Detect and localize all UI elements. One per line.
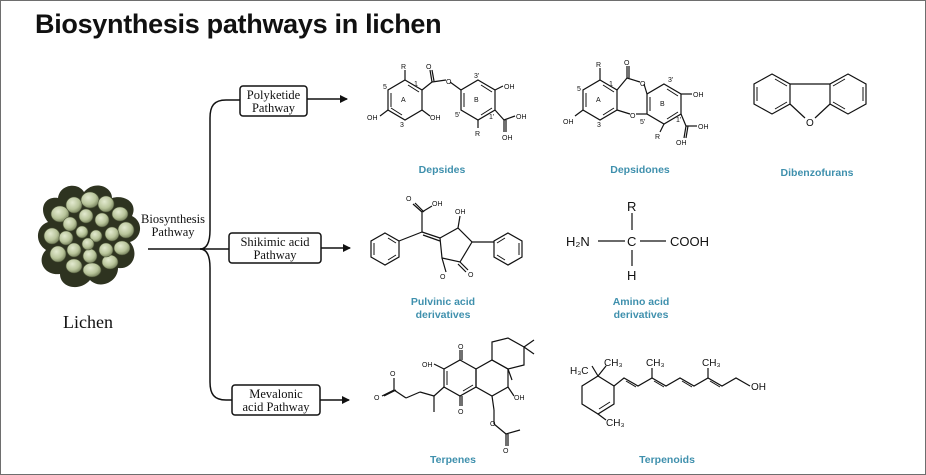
svg-text:O: O [490,421,496,428]
svg-text:OH: OH [514,395,525,402]
svg-text:3': 3' [474,73,479,80]
svg-text:O: O [458,344,464,351]
svg-text:O: O [806,118,814,129]
svg-text:CH₃: CH₃ [702,358,721,369]
product-caption-pulvinic-line1: Pulvinic acid [411,296,475,308]
svg-text:O: O [630,113,636,120]
structure-pulvinic: O OH OH O O [370,196,523,281]
lichen-illustration [37,185,141,288]
structure-depside: R O O OH OH A B 5 3 1 3' 5' 1' OH OH OH … [367,64,527,142]
product-caption-depsides: Depsides [419,164,466,176]
product-caption-amino-line2: derivatives [614,309,669,321]
svg-text:COOH: COOH [670,234,709,249]
svg-text:OH: OH [751,382,766,393]
svg-text:OH: OH [516,114,527,121]
svg-text:O: O [426,64,432,71]
svg-text:OH: OH [432,201,443,208]
pathway-box-shikimic: Shikimic acid Pathway [228,232,322,264]
svg-text:O: O [406,196,412,203]
svg-text:CH₃: CH₃ [604,358,623,369]
svg-text:3: 3 [597,122,601,129]
pathway-label-mevalonic-line1: Mevalonic [249,387,303,401]
svg-text:5: 5 [577,86,581,93]
svg-text:5': 5' [455,112,460,119]
svg-text:OH: OH [422,362,433,369]
svg-text:R: R [627,199,636,214]
edge-label: Biosynthesis Pathway [141,212,205,239]
svg-text:1': 1' [489,114,494,121]
product-caption-amino-line1: Amino acid [613,296,670,308]
svg-text:CH₃: CH₃ [646,358,665,369]
svg-text:A: A [401,97,406,104]
svg-text:B: B [660,101,665,108]
edge-label-line1: Biosynthesis [141,212,205,226]
svg-text:3: 3 [400,122,404,129]
source-label: Lichen [63,312,113,332]
svg-text:1: 1 [609,81,613,88]
pathway-box-polyketide: Polyketide Pathway [239,85,308,117]
svg-text:OH: OH [455,209,466,216]
svg-text:OH: OH [693,92,704,99]
svg-text:O: O [468,272,474,279]
svg-text:OH: OH [698,124,709,131]
svg-text:C: C [627,234,636,249]
product-caption-terpenes: Terpenes [430,454,476,466]
product-caption-pulvinic-line2: derivatives [416,309,471,321]
svg-text:1': 1' [676,117,681,124]
pathway-box-mevalonic: Mevalonic acid Pathway [231,384,321,416]
product-caption-terpenoids: Terpenoids [639,454,695,466]
svg-text:OH: OH [367,115,378,122]
svg-text:O: O [374,395,380,402]
svg-text:O: O [640,81,646,88]
svg-text:H₃C: H₃C [570,366,589,377]
structure-terpenoid: H₃C CH₃ CH₃ CH₃ CH₃ OH [570,358,766,429]
svg-text:3': 3' [668,77,673,84]
structure-terpene: O O OH O O OH O O [374,337,535,455]
svg-text:OH: OH [504,84,515,91]
svg-text:OH: OH [563,119,574,126]
edge-label-line2: Pathway [151,225,195,239]
svg-text:H: H [627,268,636,283]
svg-text:A: A [596,97,601,104]
svg-text:O: O [458,409,464,416]
pathway-label-polyketide-line2: Pathway [252,101,296,115]
svg-text:OH: OH [430,115,441,122]
structure-depsidone: R O O O OH A B 5 3 1 3' 5' 1' OH OH OH R [563,60,709,147]
svg-text:5: 5 [383,84,387,91]
svg-text:CH₃: CH₃ [606,418,625,429]
svg-text:O: O [624,60,630,67]
svg-text:OH: OH [676,140,687,147]
product-caption-depsidones: Depsidones [610,164,670,176]
branch-connectors [148,99,240,401]
svg-text:O: O [440,274,446,281]
svg-text:O: O [503,448,509,455]
svg-text:B: B [474,97,479,104]
svg-text:R: R [401,64,406,71]
svg-text:1: 1 [414,81,418,88]
svg-text:H₂N: H₂N [566,234,590,249]
svg-text:5': 5' [640,119,645,126]
structure-dibenzofuran: O [753,73,867,129]
figure-title: Biosynthesis pathways in lichen [35,9,442,39]
svg-text:O: O [446,79,452,86]
svg-text:R: R [475,131,480,138]
svg-text:R: R [596,62,601,69]
structure-amino-acid: R H₂N C COOH H [566,199,709,283]
product-caption-dibenzofurans: Dibenzofurans [781,167,854,179]
svg-text:R: R [655,134,660,141]
pathway-label-shikimic-line2: Pathway [253,248,297,262]
svg-text:O: O [390,371,396,378]
svg-text:OH: OH [502,135,513,142]
pathway-label-mevalonic-line2: acid Pathway [243,400,311,414]
pathway-label-shikimic-line1: Shikimic acid [240,235,310,249]
pathway-label-polyketide-line1: Polyketide [247,88,301,102]
